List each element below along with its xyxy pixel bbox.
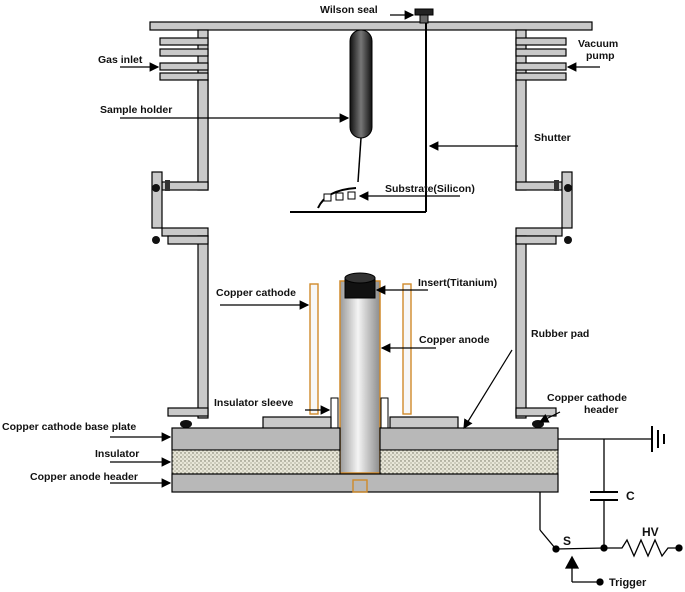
shutter <box>290 23 427 213</box>
chamber-right-wall <box>515 29 573 428</box>
copper-cathode-rod-right <box>402 283 412 415</box>
vacuum-chamber <box>149 8 593 493</box>
label-insulator-sleeve: Insulator sleeve <box>214 397 294 409</box>
base-plates <box>171 427 559 493</box>
label-vacuum-pump-line1: Vacuum <box>578 38 618 50</box>
label-copper-anode: Copper anode <box>419 334 490 346</box>
label-rubber-pad: Rubber pad <box>531 328 589 340</box>
wilson-seal-knob <box>414 8 434 24</box>
label-insulator: Insulator <box>95 448 139 460</box>
leader-arrows <box>110 10 600 488</box>
anode-header-plate <box>171 473 559 493</box>
label-cathode-base-plate: Copper cathode base plate <box>2 421 136 433</box>
sample-holder <box>317 29 373 209</box>
label-vacuum-pump-line2: pump <box>586 50 615 62</box>
label-hv: HV <box>642 525 659 539</box>
trigger-circuit <box>539 426 683 586</box>
label-capacitor: C <box>626 489 635 503</box>
label-cathode-header-line1: Copper cathode <box>547 392 627 404</box>
label-insert: Insert(Titanium) <box>418 277 497 289</box>
label-substrate: Substrate(Silicon) <box>385 183 475 195</box>
cathode-base-plate-right <box>379 427 559 451</box>
label-shutter: Shutter <box>534 132 571 144</box>
label-switch: S <box>563 534 571 548</box>
label-trigger: Trigger <box>609 577 647 589</box>
labels: Wilson seal Gas inlet Vacuum pump Sample… <box>2 4 659 589</box>
chamber-lid <box>149 21 593 31</box>
insulator-layer-left <box>171 449 341 475</box>
insulator-layer-right <box>379 449 559 475</box>
label-copper-cathode: Copper cathode <box>216 287 296 299</box>
copper-anode <box>339 280 381 474</box>
label-anode-header: Copper anode header <box>30 471 138 483</box>
label-cathode-header-line2: header <box>584 404 618 416</box>
copper-cathode-rod <box>309 283 319 415</box>
chamber-left-wall <box>151 29 209 428</box>
label-gas-inlet: Gas inlet <box>98 54 143 66</box>
cathode-base-plate-left <box>171 427 341 451</box>
label-sample-holder: Sample holder <box>100 104 172 116</box>
label-wilson-seal: Wilson seal <box>320 4 378 16</box>
